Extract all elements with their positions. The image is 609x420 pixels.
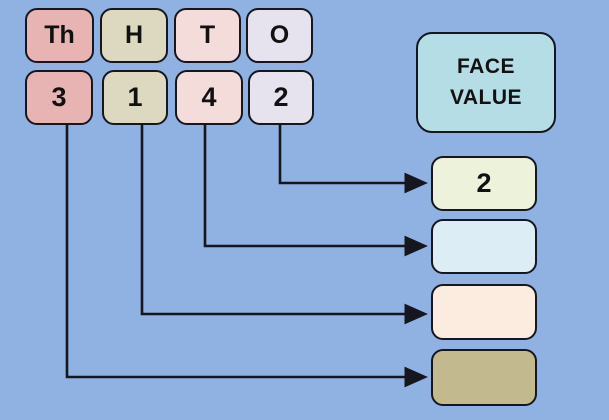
- place-header-tens: T: [174, 8, 241, 63]
- answer-box-thousands[interactable]: [431, 349, 537, 406]
- place-header-hundreds: H: [100, 8, 168, 63]
- digit-hundreds: 1: [102, 70, 168, 125]
- face-value-title-box: FACE VALUE: [416, 32, 556, 133]
- digit-thousands: 3: [25, 70, 93, 125]
- digit-tens: 4: [175, 70, 243, 125]
- face-value-title-line2: VALUE: [449, 85, 523, 109]
- digit-ones: 2: [248, 70, 314, 125]
- answer-box-tens[interactable]: [431, 219, 537, 274]
- answer-box-hundreds[interactable]: [431, 284, 537, 340]
- answer-box-ones[interactable]: 2: [431, 156, 537, 211]
- arrow-ones-to-answer-1: [278, 125, 428, 194]
- arrow-hundreds-to-answer-3: [140, 125, 428, 325]
- arrow-tens-to-answer-2: [203, 125, 428, 257]
- place-header-thousands: Th: [25, 8, 94, 63]
- face-value-title-line1: FACE: [456, 55, 515, 79]
- arrow-thousands-to-answer-4: [65, 125, 428, 388]
- place-header-ones: O: [246, 8, 313, 63]
